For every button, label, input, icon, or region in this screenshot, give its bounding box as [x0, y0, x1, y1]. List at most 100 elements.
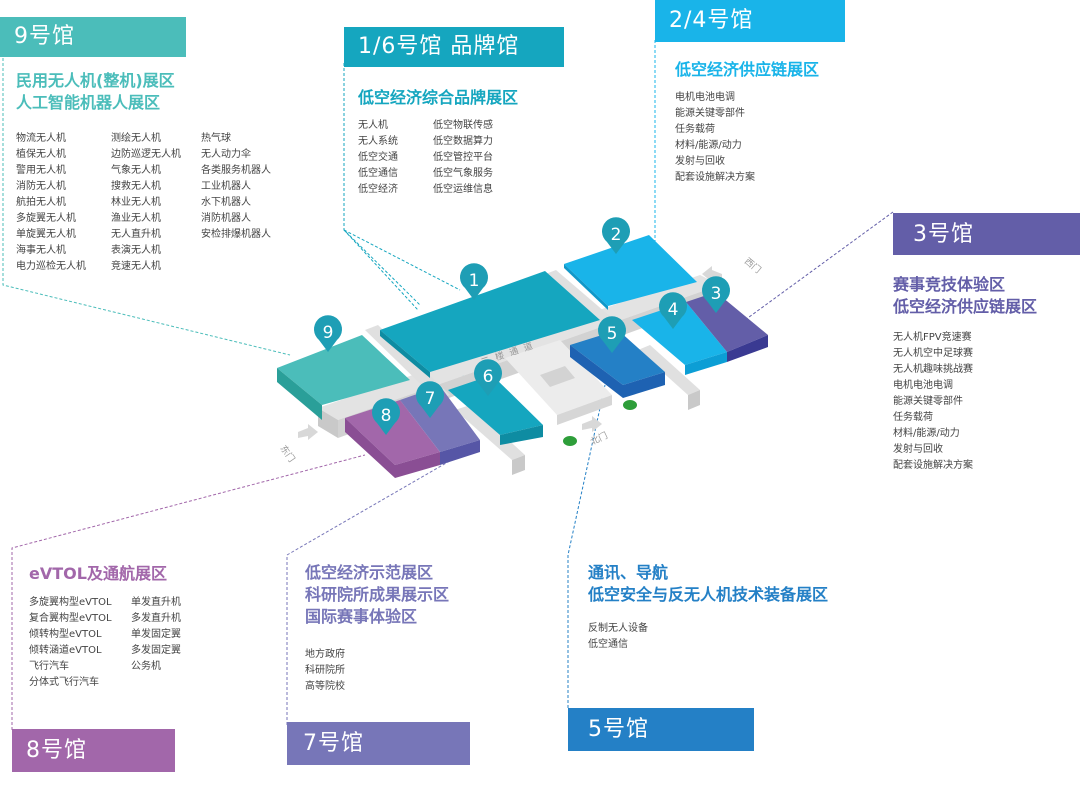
- list-item: 林业无人机: [111, 197, 161, 208]
- hall-3-list: 无人机FPV竞速赛无人机空中足球赛无人机趣味挑战赛电机电池电调能源关键零部件任务…: [893, 330, 1013, 474]
- map-pin-3[interactable]: 3: [702, 276, 731, 313]
- list-item: 电力巡检无人机: [16, 261, 86, 272]
- pin-marker-icon: [602, 217, 630, 254]
- list-item: 水下机器人: [201, 197, 251, 208]
- hall-6-block[interactable]: [448, 375, 543, 445]
- list-item: 发射与回收: [675, 156, 725, 167]
- map-pin-5[interactable]: 5: [598, 316, 626, 353]
- leader-line-hall8: [11, 454, 366, 730]
- list-column: 物流无人机植保无人机警用无人机消防无人机航拍无人机多旋翼无人机单旋翼无人机海事无…: [16, 131, 111, 275]
- entrance-marker: [563, 436, 577, 446]
- pin-marker-icon: [372, 398, 400, 435]
- list-item: 无人系统: [358, 136, 398, 147]
- pin-number: 9: [323, 323, 334, 343]
- hall-3-zones: 赛事竞技体验区 低空经济供应链展区: [893, 274, 1037, 318]
- hall-4-block[interactable]: [632, 302, 727, 375]
- list-item: 安检排爆机器人: [201, 229, 271, 240]
- hall-1-block[interactable]: [380, 271, 600, 378]
- zone-title: 赛事竞技体验区: [893, 275, 1006, 294]
- hall-9-zones: 民用无人机(整机)展区 人工智能机器人展区: [16, 70, 175, 114]
- hall-3-block[interactable]: [686, 292, 768, 362]
- zone-title: eVTOL及通航展区: [29, 564, 167, 583]
- list-item: 低空管控平台: [433, 152, 493, 163]
- zone-title: 通讯、导航: [588, 563, 669, 582]
- leader-line-hall5: [567, 384, 606, 708]
- hall-8-block[interactable]: [345, 400, 440, 478]
- hall-8-zones: eVTOL及通航展区: [29, 563, 167, 585]
- hall-9-list: 物流无人机植保无人机警用无人机消防无人机航拍无人机多旋翼无人机单旋翼无人机海事无…: [16, 131, 291, 275]
- hall-24-header: 2/4号馆: [655, 0, 845, 42]
- list-item: 低空通信: [588, 639, 628, 650]
- hall-24-zones: 低空经济供应链展区: [675, 59, 819, 81]
- list-item: 低空数据算力: [433, 136, 493, 147]
- list-column: 电机电池电调能源关键零部件任务载荷材料/能源/动力发射与回收配套设施解决方案: [675, 90, 785, 186]
- pin-number: 6: [483, 367, 494, 387]
- list-item: 搜救无人机: [111, 181, 161, 192]
- east-door-label: 东门: [278, 443, 298, 465]
- list-item: 单旋翼无人机: [16, 229, 76, 240]
- list-column: 单发直升机多发直升机单发固定翼多发固定翼公务机: [131, 595, 221, 675]
- map-pin-2[interactable]: 2: [602, 217, 630, 254]
- list-item: 多发固定翼: [131, 645, 181, 656]
- hall-9-header: 9号馆: [0, 17, 186, 57]
- pin-marker-icon: [460, 263, 489, 300]
- list-item: 单发固定翼: [131, 629, 181, 640]
- list-item: 工业机器人: [201, 181, 251, 192]
- list-item: 航拍无人机: [16, 197, 66, 208]
- list-item: 配套设施解决方案: [893, 460, 973, 471]
- east-door[interactable]: 东门: [278, 424, 318, 464]
- list-item: 边防巡逻无人机: [111, 149, 181, 160]
- list-item: 测绘无人机: [111, 133, 161, 144]
- map-pin-8[interactable]: 8: [372, 398, 400, 435]
- hall-5-block[interactable]: [570, 330, 665, 398]
- leader-line-hall3: [744, 211, 894, 321]
- map-pin-4[interactable]: 4: [659, 292, 688, 329]
- pin-marker-icon: [598, 316, 626, 353]
- list-item: 热气球: [201, 133, 231, 144]
- pin-marker-icon: [416, 381, 445, 418]
- list-item: 复合翼构型eVTOL: [29, 613, 112, 624]
- list-item: 任务载荷: [675, 124, 715, 135]
- map-pin-6[interactable]: 6: [474, 359, 502, 396]
- list-column: 无人机无人系统低空交通低空通信低空经济: [358, 118, 433, 198]
- hall-7-header: 7号馆: [287, 722, 470, 765]
- hall-5-list: 反制无人设备低空通信: [588, 621, 678, 653]
- zone-title: 低空经济供应链展区: [675, 60, 820, 79]
- north-door-label: 北门: [588, 429, 609, 447]
- map-pin-7[interactable]: 7: [416, 381, 445, 418]
- list-item: 材料/能源/动力: [675, 140, 742, 151]
- list-item: 无人机空中足球赛: [893, 348, 973, 359]
- list-item: 多旋翼无人机: [16, 213, 76, 224]
- list-item: 任务载荷: [893, 412, 933, 423]
- list-column: 低空物联传感低空数据算力低空管控平台低空气象服务低空运维信息: [433, 118, 513, 198]
- list-item: 低空运维信息: [433, 184, 493, 195]
- list-item: 植保无人机: [16, 149, 66, 160]
- hall-16-zones: 低空经济综合品牌展区: [358, 87, 518, 109]
- pin-marker-icon: [659, 292, 688, 329]
- hall-8-header: 8号馆: [12, 729, 175, 772]
- list-item: 分体式飞行汽车: [29, 677, 99, 688]
- map-pin-9[interactable]: 9: [314, 315, 342, 352]
- hall-2-block[interactable]: [564, 235, 697, 310]
- list-item: 材料/能源/动力: [893, 428, 960, 439]
- leader-line-hall16-b: [343, 229, 461, 311]
- pin-number: 2: [611, 225, 622, 245]
- list-item: 电机电池电调: [675, 92, 735, 103]
- list-item: 海事无人机: [16, 245, 66, 256]
- pin-number: 1: [469, 271, 480, 291]
- north-door[interactable]: 北门: [582, 416, 610, 448]
- hall-9-block[interactable]: [277, 335, 410, 420]
- list-item: 多发直升机: [131, 613, 181, 624]
- zone-title: 低空经济示范展区: [305, 563, 434, 582]
- list-item: 无人机趣味挑战赛: [893, 364, 973, 375]
- map-pin-1[interactable]: 1: [460, 263, 489, 300]
- zone-title: 低空经济供应链展区: [893, 297, 1038, 316]
- pin-marker-icon: [474, 359, 502, 396]
- zone-title: 低空经济综合品牌展区: [358, 88, 519, 107]
- zone-title: 国际赛事体验区: [305, 607, 418, 626]
- zone-title: 人工智能机器人展区: [16, 93, 161, 112]
- leader-line-hall7: [286, 454, 461, 725]
